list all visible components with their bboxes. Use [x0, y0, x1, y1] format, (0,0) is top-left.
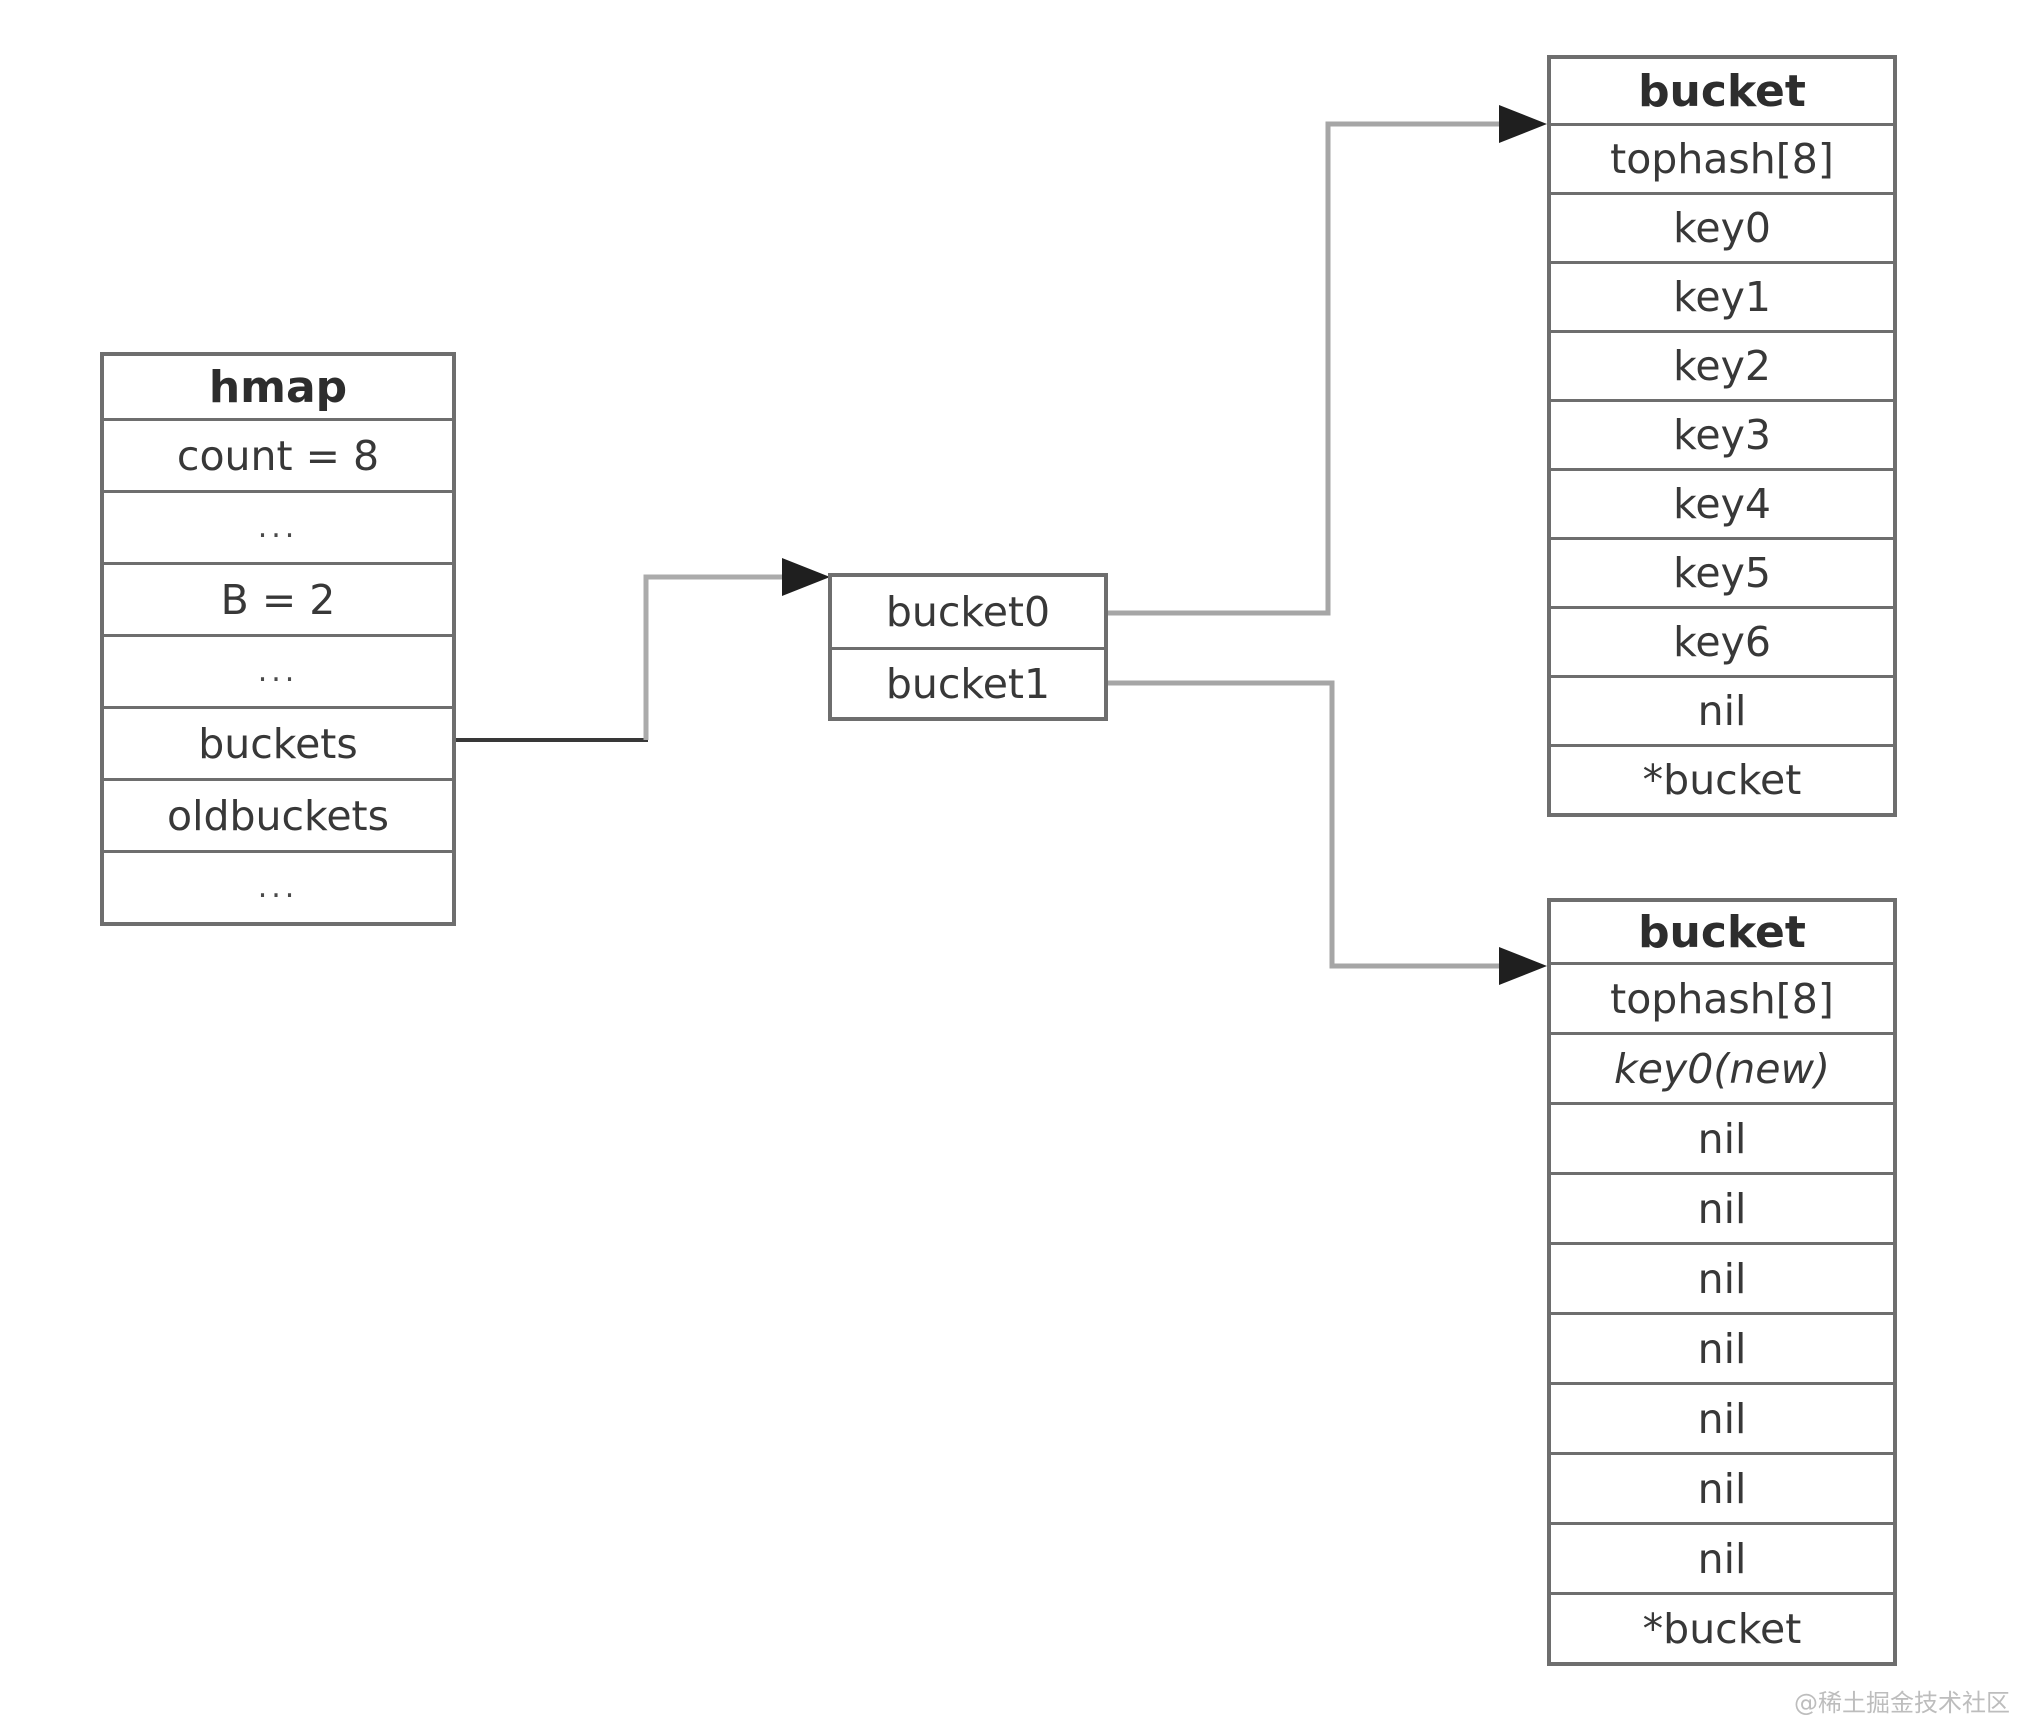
bucket-top-row-key5: key5 — [1551, 537, 1893, 606]
bucket-table-bottom-title: bucket — [1638, 906, 1806, 958]
hmap-row-buckets: buckets — [104, 706, 452, 778]
arrowhead-icon — [1499, 105, 1547, 143]
bucket-top-row-key0: key0 — [1551, 192, 1893, 261]
bucket-table-top-title: bucket — [1638, 65, 1806, 117]
watermark-text: @稀土掘金技术社区 — [1794, 1689, 2010, 1717]
bucket-pointer-table: bucket0 bucket1 — [828, 573, 1108, 721]
bucket1-to-bottom-bucket-connector — [1108, 680, 1547, 985]
hmap-row-b: B = 2 — [104, 562, 452, 634]
bucket-top-row-nil: nil — [1551, 675, 1893, 744]
bucket-bottom-row-key0-new: key0(new) — [1551, 1032, 1893, 1102]
hmap-row-ellipsis: ... — [104, 850, 452, 922]
bucket-top-row-overflow: *bucket — [1551, 744, 1893, 813]
bucket-bottom-row-nil: nil — [1551, 1312, 1893, 1382]
bucket0-to-top-bucket-connector — [1108, 105, 1547, 616]
hmap-row-oldbuckets: oldbuckets — [104, 778, 452, 850]
bucket-top-row-key1: key1 — [1551, 261, 1893, 330]
bucket-table-bottom: bucket tophash[8] key0(new) nil nil nil … — [1547, 898, 1897, 1666]
hmap-table: hmap count = 8 ... B = 2 ... buckets old… — [100, 352, 456, 926]
hmap-table-title: hmap — [208, 361, 348, 413]
bucket-bottom-row-nil: nil — [1551, 1522, 1893, 1592]
arrowhead-icon — [1499, 947, 1547, 985]
bucket-bottom-row-nil: nil — [1551, 1382, 1893, 1452]
hmap-row-count: count = 8 — [104, 418, 452, 490]
bucket-bottom-row-tophash: tophash[8] — [1551, 962, 1893, 1032]
bucket-bottom-row-overflow: *bucket — [1551, 1592, 1893, 1662]
bucket-top-row-tophash: tophash[8] — [1551, 123, 1893, 192]
bucket-top-row-key3: key3 — [1551, 399, 1893, 468]
buckets-to-pointer-connector — [456, 558, 830, 742]
bucket-bottom-row-nil: nil — [1551, 1452, 1893, 1522]
bucket0-cell: bucket0 — [885, 588, 1051, 636]
bucket-top-row-key6: key6 — [1551, 606, 1893, 675]
bucket-bottom-row-nil: nil — [1551, 1102, 1893, 1172]
arrowhead-icon — [782, 558, 830, 596]
bucket1-cell: bucket1 — [832, 647, 1104, 717]
bucket-bottom-row-nil: nil — [1551, 1172, 1893, 1242]
bucket-bottom-row-nil: nil — [1551, 1242, 1893, 1312]
bucket-top-row-key4: key4 — [1551, 468, 1893, 537]
hmap-row-ellipsis: ... — [104, 490, 452, 562]
bucket-table-top: bucket tophash[8] key0 key1 key2 key3 ke… — [1547, 55, 1897, 817]
bucket-top-row-key2: key2 — [1551, 330, 1893, 399]
hmap-row-ellipsis: ... — [104, 634, 452, 706]
